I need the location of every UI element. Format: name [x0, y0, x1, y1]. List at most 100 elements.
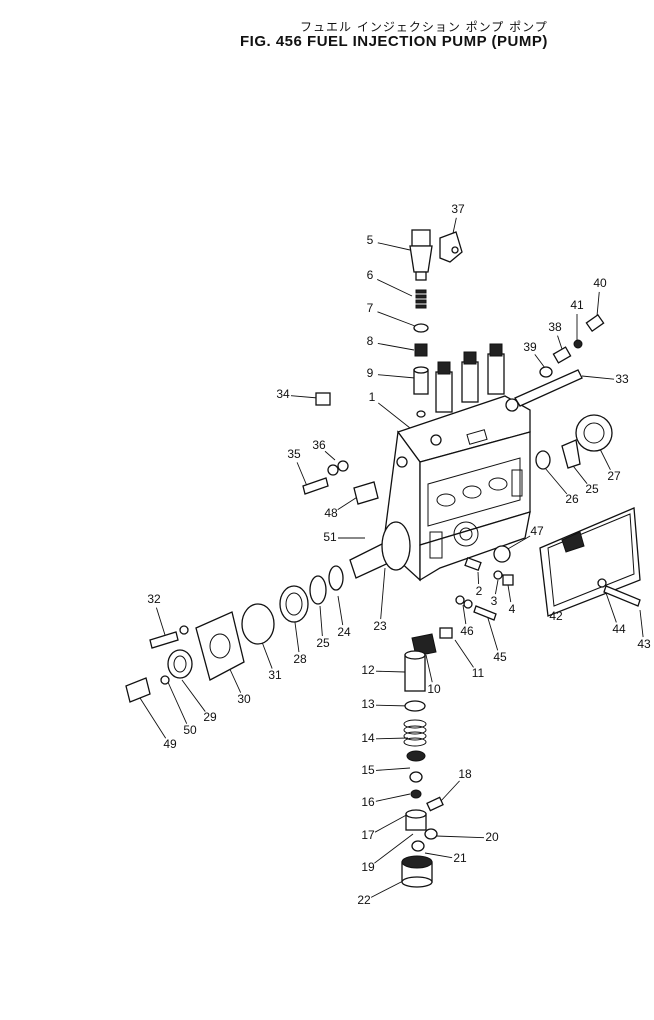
- leader-line-22: [370, 879, 406, 898]
- callout-label-31: 31: [268, 668, 282, 682]
- callout-label-36: 36: [312, 438, 326, 452]
- callout-label-39: 39: [523, 340, 537, 354]
- callout-label-23: 23: [373, 619, 387, 633]
- leader-line-36: [324, 450, 336, 461]
- leader-line-29: [181, 679, 206, 712]
- callout-label-48: 48: [324, 506, 338, 520]
- callout-label-15: 15: [361, 763, 375, 777]
- callout-label-28: 28: [293, 652, 307, 666]
- delivery-valve-holders: [435, 343, 505, 413]
- leader-line-8: [377, 342, 415, 351]
- leader-line-24: [337, 595, 344, 626]
- callout-label-22: 22: [357, 893, 371, 907]
- leader-line-13: [375, 704, 411, 707]
- callout-label-7: 7: [367, 301, 374, 315]
- leader-line-15: [375, 767, 411, 771]
- callout-label-12: 12: [361, 663, 375, 677]
- leader-line-14: [375, 737, 409, 740]
- callout-label-9: 9: [367, 366, 374, 380]
- leader-line-46: [462, 604, 467, 625]
- callout-label-17: 17: [361, 828, 375, 842]
- callout-label-3: 3: [491, 594, 498, 608]
- figure-title-japanese: フュエル インジェクション ポンプ ポンプ: [300, 20, 548, 34]
- leader-line-40: [596, 291, 600, 317]
- leader-line-47: [505, 535, 531, 551]
- leader-lines: [139, 217, 644, 898]
- callout-label-25: 25: [585, 482, 599, 496]
- leader-line-45: [486, 614, 499, 651]
- leader-line-50: [166, 679, 188, 724]
- leader-line-44: [604, 589, 617, 623]
- leader-line-19: [374, 833, 414, 864]
- leader-line-11: [454, 639, 474, 668]
- leader-line-7: [377, 311, 416, 327]
- callout-label-5: 5: [367, 233, 374, 247]
- callout-label-30: 30: [237, 692, 251, 706]
- callout-label-26: 26: [565, 492, 579, 506]
- callout-label-35: 35: [287, 447, 301, 461]
- leader-line-35: [296, 462, 308, 487]
- callout-label-47: 47: [530, 524, 544, 538]
- figure-title: FIG. 456 FUEL INJECTION PUMP (PUMP): [240, 33, 548, 50]
- callout-label-27: 27: [607, 469, 621, 483]
- callout-label-37: 37: [451, 202, 465, 216]
- callout-label-11: 11: [472, 666, 485, 680]
- callout-label-34: 34: [276, 387, 290, 401]
- callout-label-18: 18: [458, 767, 472, 781]
- callout-label-42: 42: [549, 609, 563, 623]
- callout-label-14: 14: [361, 731, 375, 745]
- left-parts: [125, 392, 411, 703]
- leader-line-5: [377, 242, 411, 251]
- callout-label-43: 43: [637, 637, 651, 651]
- callout-label-2: 2: [476, 584, 483, 598]
- leader-line-10: [425, 654, 433, 683]
- leader-line-1: [378, 402, 411, 429]
- callout-label-16: 16: [361, 795, 375, 809]
- callout-label-21: 21: [453, 851, 467, 865]
- leader-line-18: [439, 780, 460, 803]
- bottom-parts: [401, 557, 514, 888]
- callout-label-8: 8: [367, 334, 374, 348]
- callout-label-32: 32: [147, 592, 161, 606]
- leader-line-23: [380, 567, 386, 620]
- callout-label-50: 50: [183, 723, 197, 737]
- callout-label-25: 25: [316, 636, 330, 650]
- leader-line-25: [319, 605, 323, 637]
- callout-label-33: 33: [615, 372, 629, 386]
- callout-label-20: 20: [485, 830, 499, 844]
- leader-line-33: [581, 375, 615, 380]
- right-parts: [493, 313, 641, 617]
- callout-label-44: 44: [612, 622, 626, 636]
- callout-label-49: 49: [163, 737, 177, 751]
- leader-line-9: [377, 374, 416, 379]
- callout-label-41: 41: [570, 298, 584, 312]
- top-parts: [409, 229, 463, 418]
- leader-line-39: [534, 354, 546, 369]
- leader-line-4: [507, 584, 512, 603]
- callout-label-51: 51: [323, 530, 337, 544]
- leader-line-34: [290, 395, 319, 399]
- callout-label-29: 29: [203, 710, 217, 724]
- leader-line-20: [435, 835, 485, 839]
- leader-line-21: [424, 852, 453, 859]
- leader-line-49: [139, 697, 167, 739]
- leader-line-12: [375, 670, 406, 673]
- callout-label-4: 4: [509, 602, 516, 616]
- callout-label-10: 10: [427, 682, 441, 696]
- leader-line-31: [261, 641, 273, 669]
- leader-line-26: [544, 467, 568, 495]
- callout-label-40: 40: [593, 276, 607, 290]
- callout-label-19: 19: [361, 860, 375, 874]
- leader-line-43: [639, 609, 644, 638]
- callout-label-24: 24: [337, 625, 351, 639]
- callout-label-13: 13: [361, 697, 375, 711]
- leader-line-16: [375, 793, 411, 802]
- callout-label-45: 45: [493, 650, 507, 664]
- callout-label-6: 6: [367, 268, 374, 282]
- leader-line-32: [155, 607, 166, 636]
- leader-line-3: [494, 579, 499, 595]
- callout-label-38: 38: [548, 320, 562, 334]
- callout-label-1: 1: [369, 390, 376, 404]
